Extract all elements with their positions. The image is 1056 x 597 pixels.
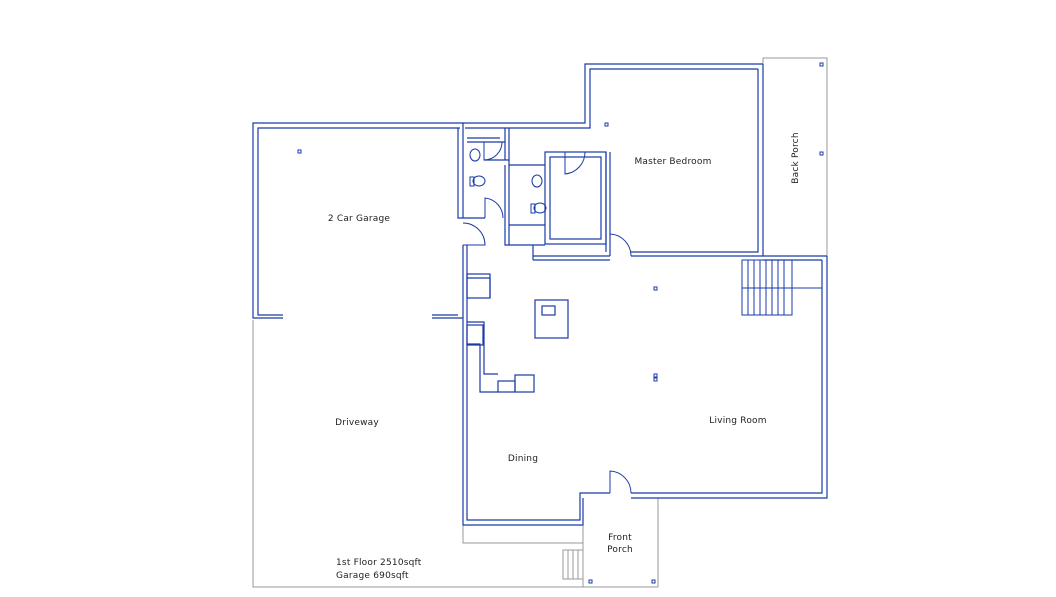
bath-door bbox=[483, 141, 503, 161]
driveway-label: Driveway bbox=[335, 418, 379, 428]
site-outlines bbox=[252, 57, 828, 588]
garage-label: 2 Car Garage bbox=[328, 214, 391, 224]
basin-1 bbox=[469, 148, 481, 162]
markers bbox=[297, 62, 824, 584]
garage-area-note: Garage 690sqft bbox=[336, 571, 409, 581]
door-swings bbox=[462, 141, 632, 494]
main-right-wall bbox=[631, 256, 828, 499]
first-floor-area-note: 1st Floor 2510sqft bbox=[336, 558, 422, 568]
toilet-2 bbox=[533, 202, 547, 214]
garage-right-wall-inner bbox=[457, 128, 485, 219]
main-left-wall bbox=[462, 245, 584, 526]
front-steps bbox=[562, 549, 584, 580]
living-room-label: Living Room bbox=[709, 416, 766, 426]
back-porch-label: Back Porch bbox=[791, 132, 801, 183]
bath-top-wall bbox=[463, 63, 763, 124]
front-door bbox=[609, 470, 632, 494]
front-porch-label-line1: Front bbox=[608, 533, 632, 543]
walls bbox=[252, 63, 828, 526]
basin-2 bbox=[531, 174, 543, 188]
walkway-outline bbox=[462, 525, 583, 544]
fixtures bbox=[469, 148, 547, 214]
toilet-1 bbox=[472, 175, 486, 187]
stairs bbox=[741, 259, 822, 316]
closet-box bbox=[544, 151, 607, 245]
driveway-outline bbox=[252, 320, 590, 588]
refrigerator bbox=[466, 324, 484, 346]
master-bedroom-label: Master Bedroom bbox=[634, 157, 711, 167]
front-porch-label-line2: Porch bbox=[607, 545, 633, 555]
hall-door bbox=[484, 197, 504, 219]
bedroom-door bbox=[609, 233, 632, 257]
garage-entry-door bbox=[462, 222, 486, 246]
garage-inner-wall bbox=[257, 127, 460, 316]
sink bbox=[514, 374, 535, 393]
kitchen-island bbox=[534, 299, 569, 339]
bath-top-wall-inner bbox=[465, 68, 758, 129]
dining-label: Dining bbox=[508, 454, 538, 464]
kitchen-counter bbox=[467, 277, 491, 298]
range bbox=[466, 273, 491, 299]
closet-door bbox=[564, 151, 586, 175]
garage-outer-wall bbox=[252, 122, 463, 319]
